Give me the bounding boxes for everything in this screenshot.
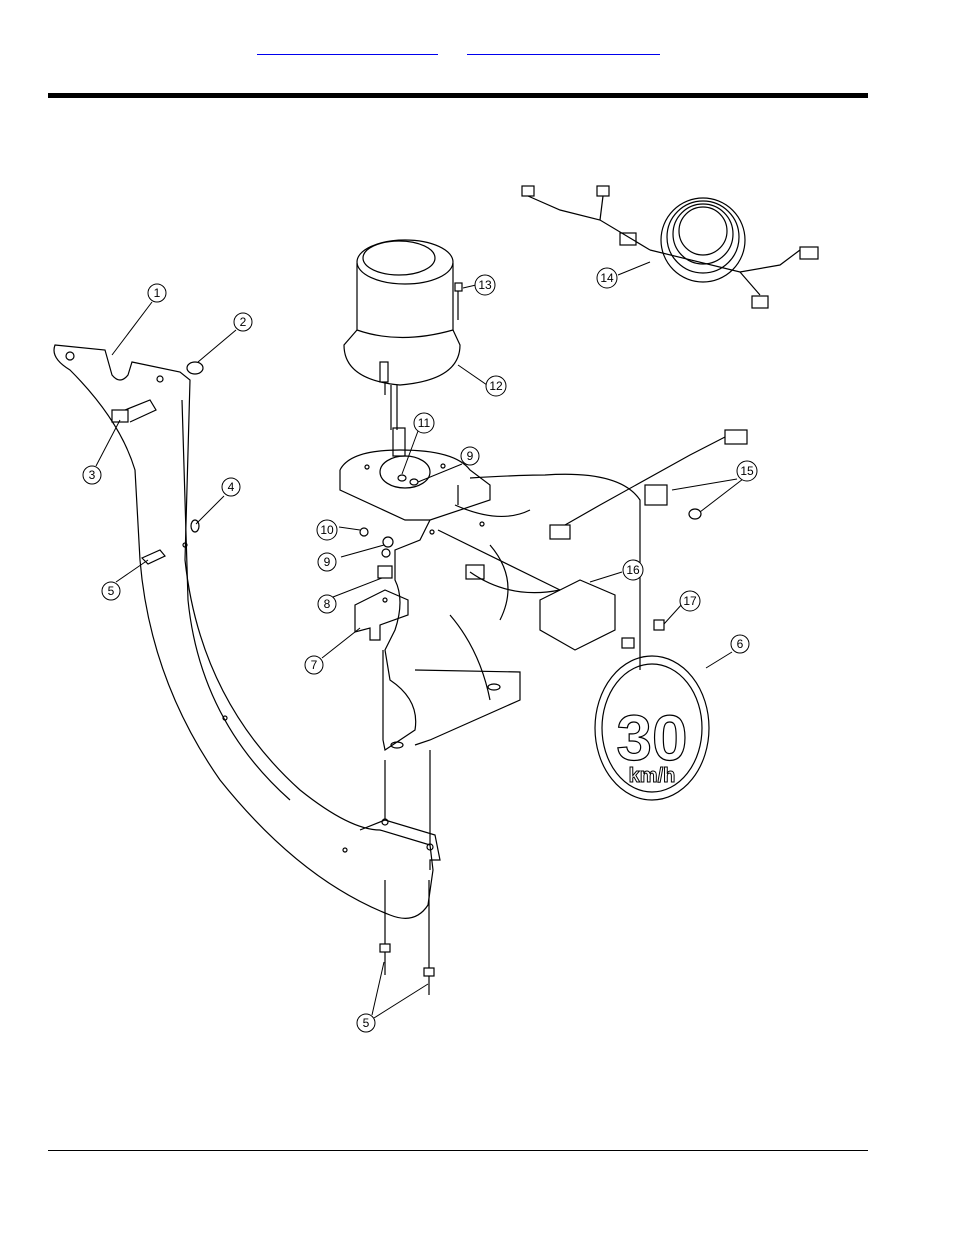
- switch-harness: [550, 430, 747, 539]
- callout-5a: 5: [108, 584, 115, 598]
- callout-9b: 9: [467, 449, 474, 463]
- beacon-lamp: [344, 240, 460, 456]
- callout-16: 16: [626, 563, 640, 577]
- callout-3: 3: [89, 468, 96, 482]
- callout-4: 4: [228, 480, 235, 494]
- callout-2: 2: [240, 315, 247, 329]
- callout-8: 8: [324, 597, 331, 611]
- callout-5b: 5: [363, 1016, 370, 1030]
- main-tube-bracket: [340, 450, 640, 750]
- pivot-bolt: [112, 400, 156, 422]
- callout-7: 7: [311, 658, 318, 672]
- bottom-bolts: [380, 880, 434, 995]
- footer-rule: [48, 1150, 868, 1151]
- lamp-bolt: [455, 283, 462, 320]
- callout-6: 6: [737, 637, 744, 651]
- callout-10: 10: [320, 523, 334, 537]
- callout-12: 12: [489, 379, 503, 393]
- lower-saddle: [360, 750, 440, 870]
- sign-speed-text: 30: [616, 702, 687, 774]
- callout-11: 11: [418, 416, 431, 430]
- nut-2: [187, 362, 203, 374]
- callout-15: 15: [740, 464, 754, 478]
- callout-1: 1: [154, 286, 161, 300]
- callout-17: 17: [683, 594, 697, 608]
- wiring-harness-coil: [522, 186, 818, 308]
- curved-mounting-bracket: [54, 345, 433, 918]
- callout-9a: 9: [324, 555, 331, 569]
- callout-14: 14: [600, 271, 614, 285]
- sign-unit-text: km/h: [629, 765, 676, 787]
- callout-13: 13: [478, 278, 492, 292]
